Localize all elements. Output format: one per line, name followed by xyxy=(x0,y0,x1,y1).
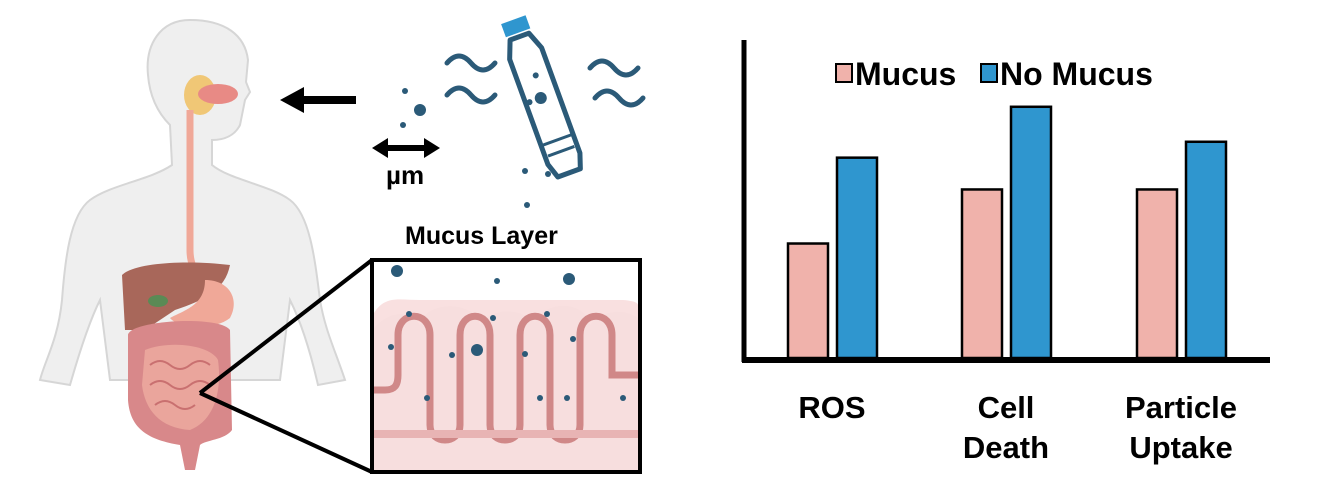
intestines-icon xyxy=(128,320,232,470)
legend-swatch-no-mucus xyxy=(980,63,998,83)
bar-particle-uptake-mucus xyxy=(1135,188,1179,360)
mouth-icon xyxy=(184,75,238,115)
scale-label: µm xyxy=(386,160,425,190)
liver-icon xyxy=(122,262,230,330)
bar-cell-death-no-mucus xyxy=(1009,105,1053,360)
double-arrow-icon xyxy=(372,138,440,158)
microplastic-particles xyxy=(400,88,551,208)
bar-cell-death-mucus xyxy=(960,188,1004,360)
bar-ros-no-mucus xyxy=(835,156,879,360)
zoom-lines xyxy=(198,258,374,474)
x-tick-line: ROS xyxy=(798,390,866,425)
legend-swatch-mucus xyxy=(835,63,853,83)
x-tick-line: Particle xyxy=(1124,390,1237,425)
x-tick-label-cell-death: Cell Death xyxy=(936,388,1076,468)
bar-ros-mucus xyxy=(786,242,830,360)
chart-axes xyxy=(741,40,1270,363)
legend-label-mucus: Mucus xyxy=(855,56,957,92)
stomach-icon xyxy=(170,280,234,327)
chart-bars xyxy=(786,105,1228,360)
left-arrow-icon xyxy=(280,87,356,113)
x-tick-line: Cell xyxy=(977,390,1035,425)
bar-particle-uptake-no-mucus xyxy=(1184,140,1228,360)
x-tick-label-ros: ROS xyxy=(762,388,902,428)
x-tick-line: Uptake xyxy=(1129,430,1233,465)
x-tick-line: Death xyxy=(962,430,1050,465)
inset-title: Mucus Layer xyxy=(405,222,558,250)
legend-label-no-mucus: No Mucus xyxy=(1000,56,1153,92)
plastic-bottle-icon xyxy=(501,15,583,180)
mucus-layer-inset xyxy=(370,258,642,474)
gallbladder-icon xyxy=(148,295,168,307)
x-tick-label-particle-uptake: Particle Uptake xyxy=(1106,388,1256,468)
wave-lines-icon xyxy=(444,53,646,108)
